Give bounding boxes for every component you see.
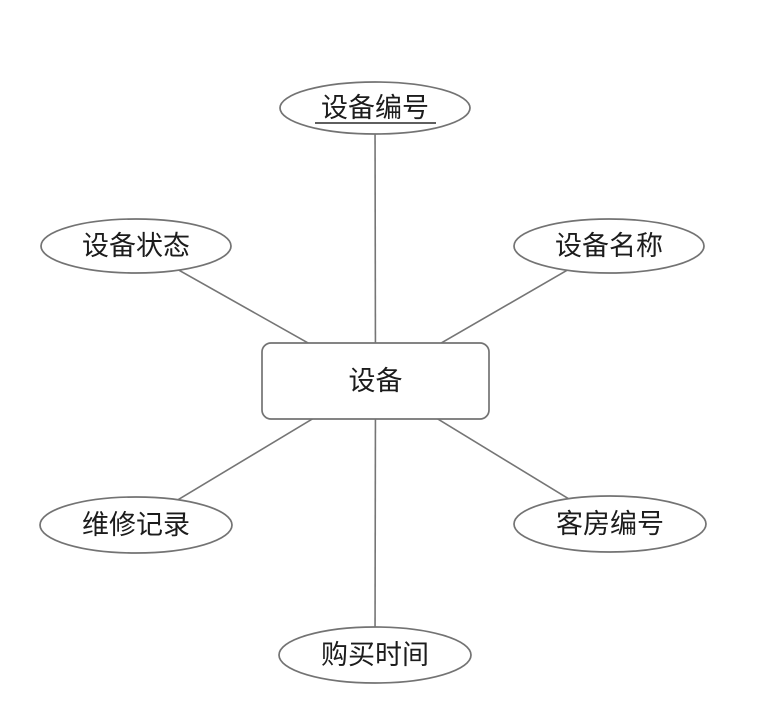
attribute-ellipse-device-status	[40, 218, 232, 274]
attribute-node-repair-record: 维修记录	[39, 496, 233, 554]
attribute-label-purchase-time: 购买时间	[321, 640, 429, 671]
entity-node-equipment: 设备	[261, 342, 490, 420]
attribute-ellipse-purchase-time	[278, 626, 472, 684]
attribute-label-device-id: 设备编号	[321, 93, 429, 124]
connector-top	[374, 107, 377, 382]
attribute-label-room-id: 客房编号	[556, 509, 664, 540]
entity-label: 设备	[349, 366, 403, 397]
attribute-ellipse-device-id	[279, 81, 471, 135]
attribute-node-purchase-time: 购买时间	[278, 626, 472, 684]
attribute-node-device-status: 设备状态	[40, 218, 232, 274]
attribute-ellipse-room-id	[513, 495, 707, 553]
attribute-ellipse-repair-record	[39, 496, 233, 554]
attribute-label-device-name: 设备名称	[555, 231, 663, 262]
attribute-ellipse-device-name	[513, 218, 705, 274]
attribute-label-repair-record: 维修记录	[82, 510, 190, 541]
attribute-node-device-id: 设备编号	[279, 81, 471, 135]
attribute-node-room-id: 客房编号	[513, 495, 707, 553]
attribute-label-device-status: 设备状态	[82, 231, 190, 262]
entity-box	[261, 342, 490, 420]
attribute-node-device-name: 设备名称	[513, 218, 705, 274]
connector-bottom	[374, 380, 377, 656]
